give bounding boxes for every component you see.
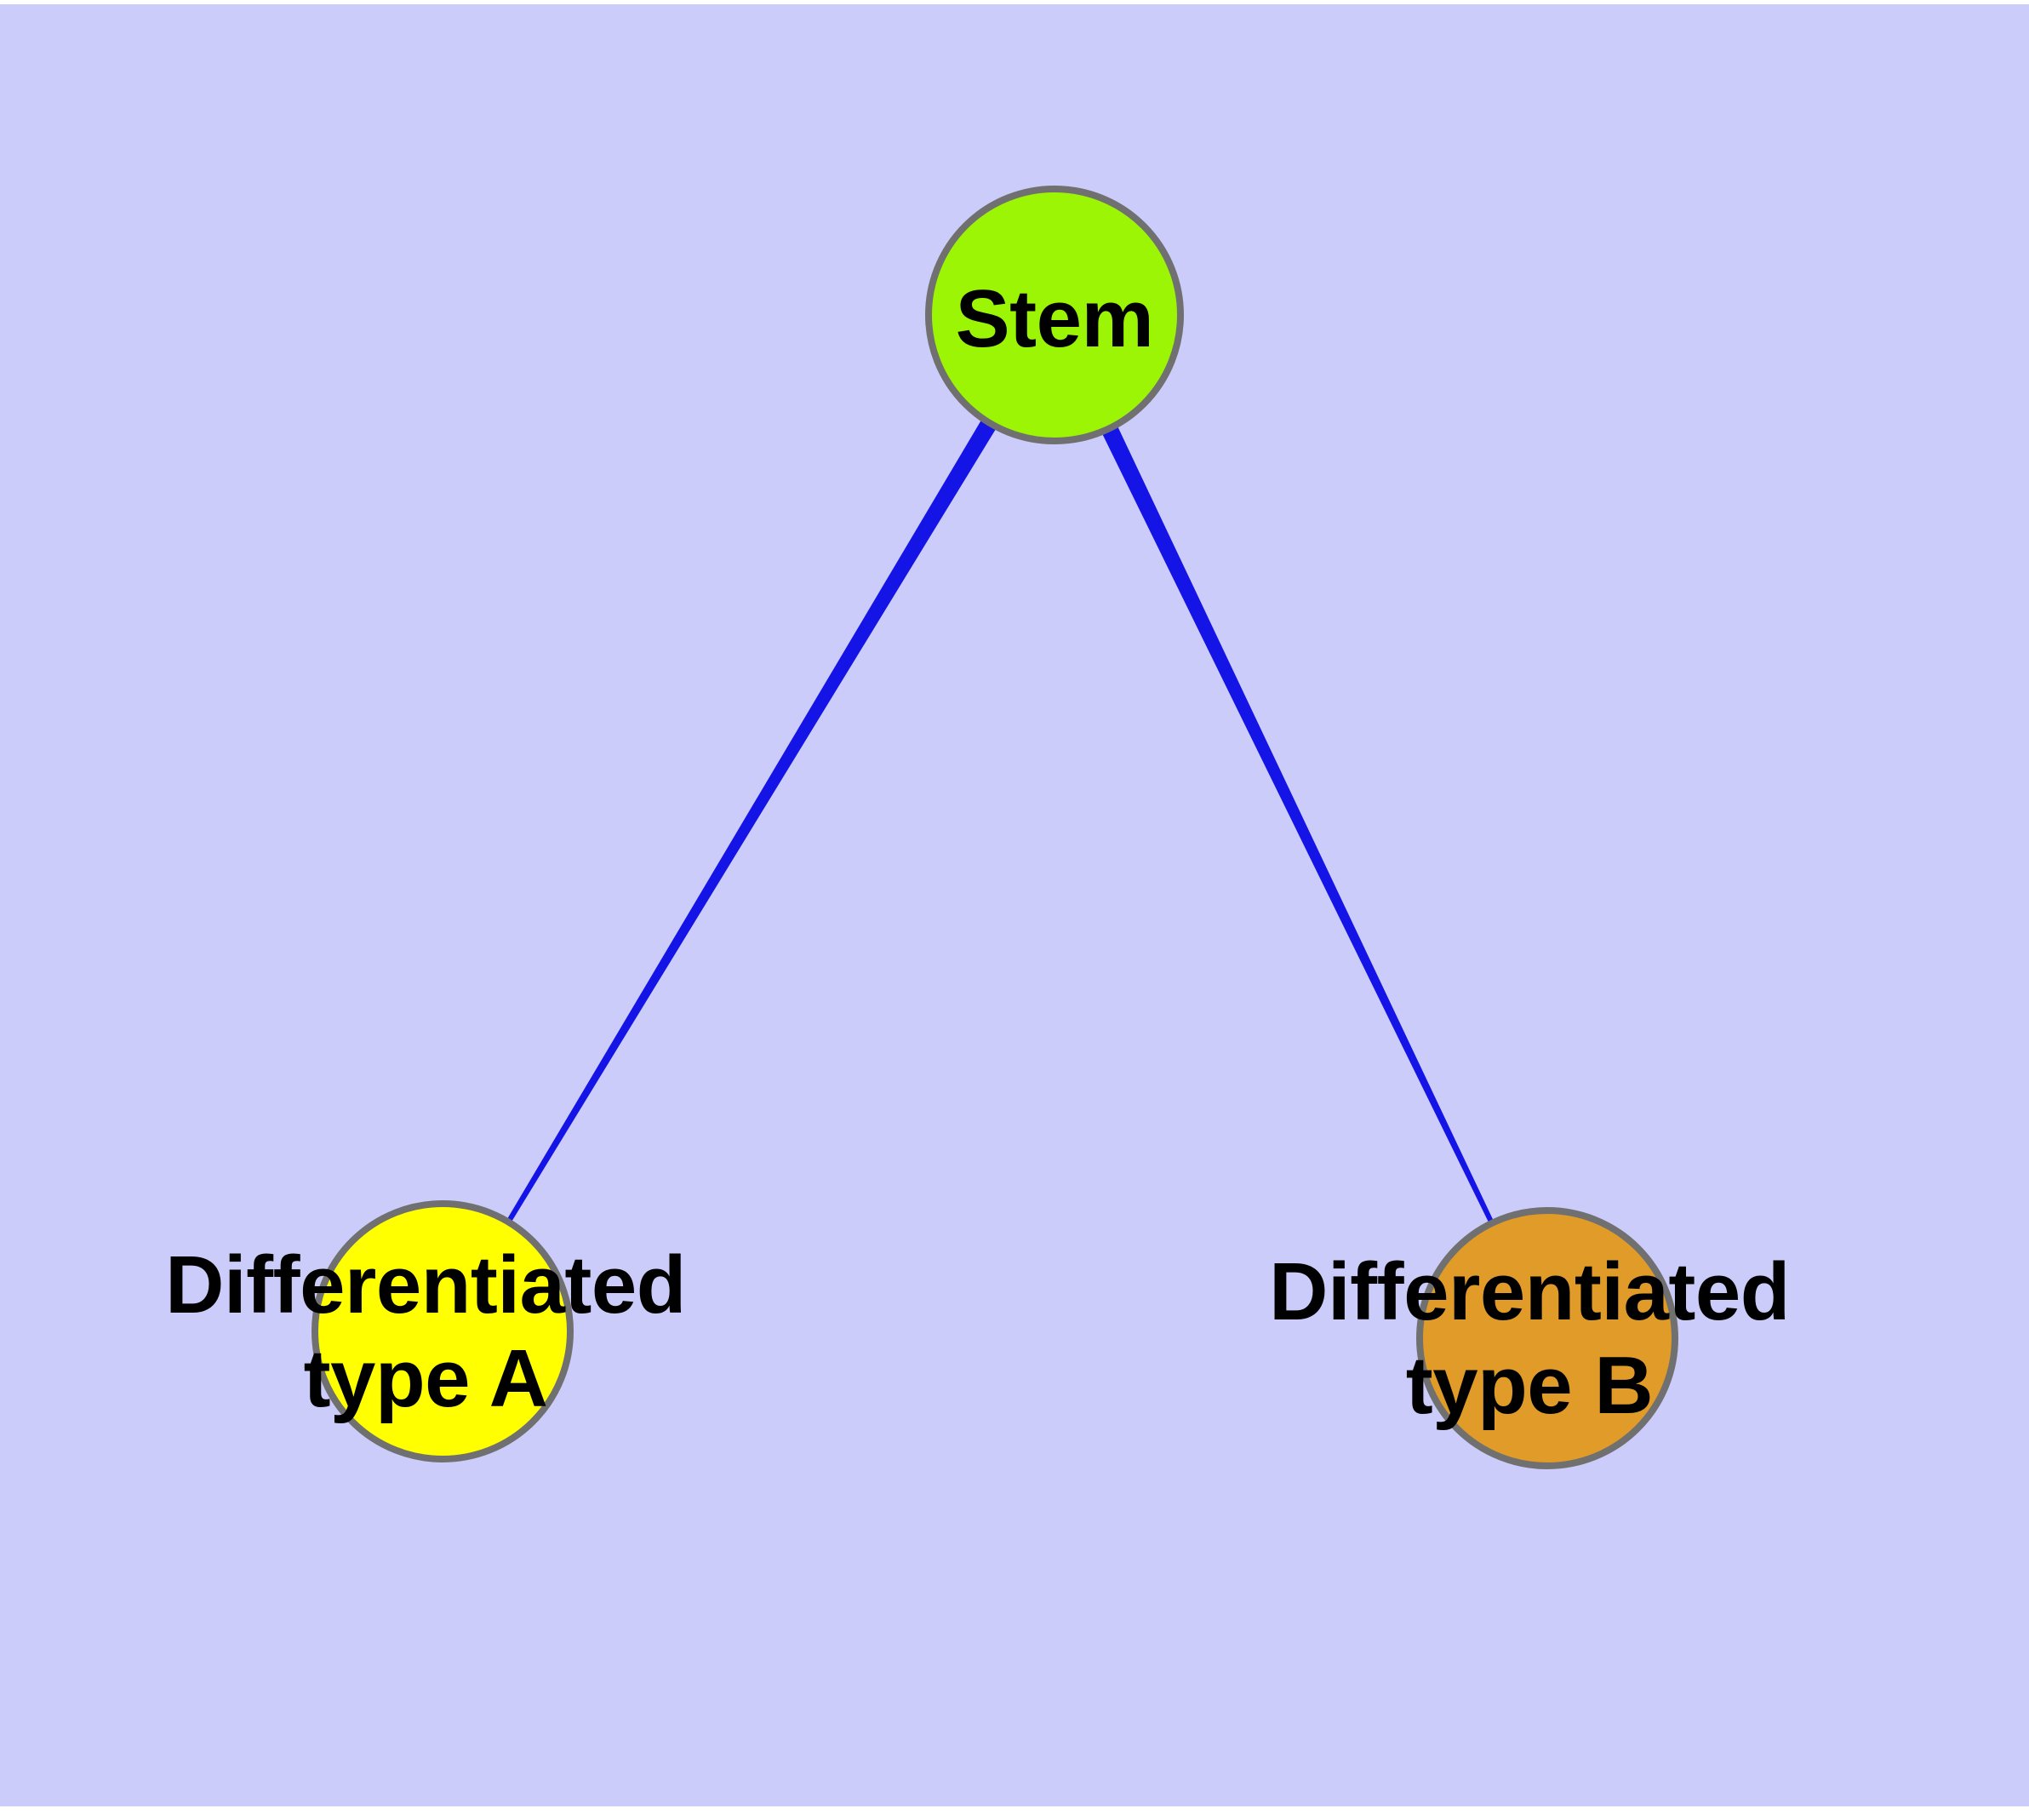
- node-differentiated-type-a[interactable]: [311, 1200, 574, 1462]
- node-layer: [311, 186, 1678, 1469]
- edge-stem-to-differentiated-type-a: [506, 420, 997, 1222]
- edge-stem-to-differentiated-type-b: [1102, 426, 1494, 1223]
- node-stem[interactable]: [925, 186, 1184, 444]
- graph-svg: [311, 186, 1678, 1469]
- node-differentiated-type-b[interactable]: [1416, 1207, 1678, 1469]
- edge-layer: [506, 420, 1494, 1223]
